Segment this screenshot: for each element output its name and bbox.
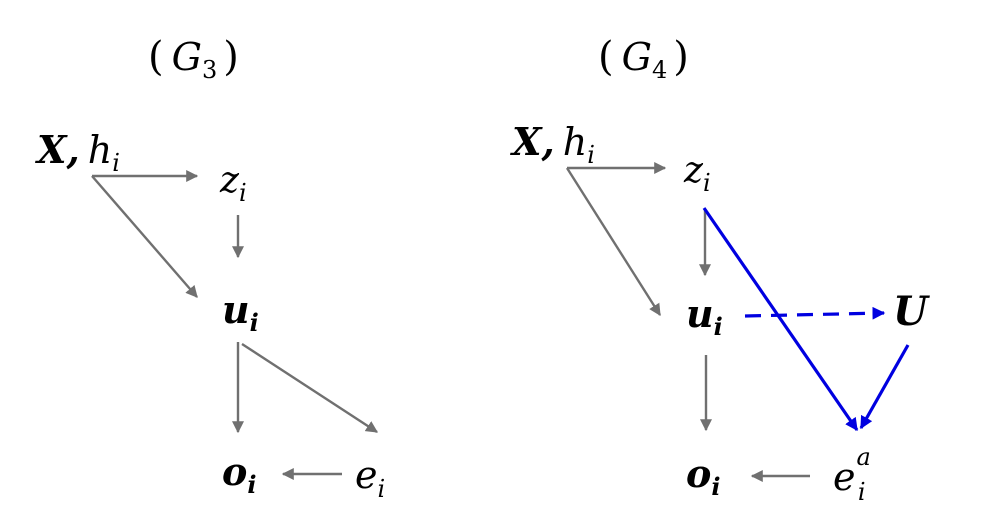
node-x-h: X,hi [35, 127, 120, 177]
node-o-subscript: i [711, 472, 720, 501]
edge-xh-to-u [565, 167, 662, 317]
node-e: ei [355, 453, 385, 503]
node-o: oi [686, 451, 720, 501]
node-z-label: z [683, 150, 704, 191]
node-x-h: X,hi [510, 119, 595, 169]
edge-xh-to-u [91, 175, 198, 298]
node-x-label: X, [510, 119, 555, 164]
title-subscript: 3 [202, 56, 217, 84]
title-subscript: 4 [652, 56, 667, 84]
edge-U-to-e [859, 344, 910, 430]
edge-u-to-e [241, 342, 379, 434]
node-z-label: z [219, 160, 240, 201]
node-h-label: h [563, 120, 587, 164]
graph-g3-title: (G3) [148, 34, 239, 84]
title-close-paren: ) [223, 34, 239, 80]
node-u-label: u [222, 287, 250, 332]
title-close-paren: ) [673, 34, 689, 80]
title-letter: G [622, 35, 652, 79]
node-o-subscript: i [247, 470, 256, 499]
node-e-label: e [833, 455, 856, 499]
node-U: U [893, 288, 930, 335]
node-z: zi [219, 160, 247, 207]
node-u: ui [222, 287, 259, 337]
node-e-subscript: i [858, 478, 866, 506]
node-u-subscript: i [250, 308, 259, 337]
node-o: oi [222, 449, 256, 499]
title-open-paren: ( [148, 34, 164, 80]
node-x-label: X, [35, 127, 80, 172]
node-h-subscript: i [112, 149, 120, 177]
node-h-label: h [88, 128, 112, 172]
graph-g3: (G3) X,hi zi ui oi ei [35, 34, 385, 503]
node-u: ui [686, 291, 723, 341]
node-z-subscript: i [703, 169, 711, 197]
node-u-label: u [686, 291, 714, 336]
graph-g4-title: (G4) [598, 34, 689, 84]
node-h-subscript: i [587, 141, 595, 169]
node-e-subscript: i [378, 475, 386, 503]
node-u-subscript: i [714, 312, 723, 341]
node-o-label: o [222, 449, 247, 494]
node-o-label: o [686, 451, 711, 496]
title-letter: G [172, 35, 202, 79]
title-open-paren: ( [598, 34, 614, 80]
node-U-label: U [893, 288, 930, 335]
node-e-superscript: a [857, 443, 871, 471]
edge-z-to-e [702, 207, 859, 432]
edge-u-to-U [744, 306, 886, 320]
node-e-label: e [355, 453, 378, 497]
node-z: zi [683, 150, 711, 197]
node-z-subscript: i [239, 179, 247, 207]
